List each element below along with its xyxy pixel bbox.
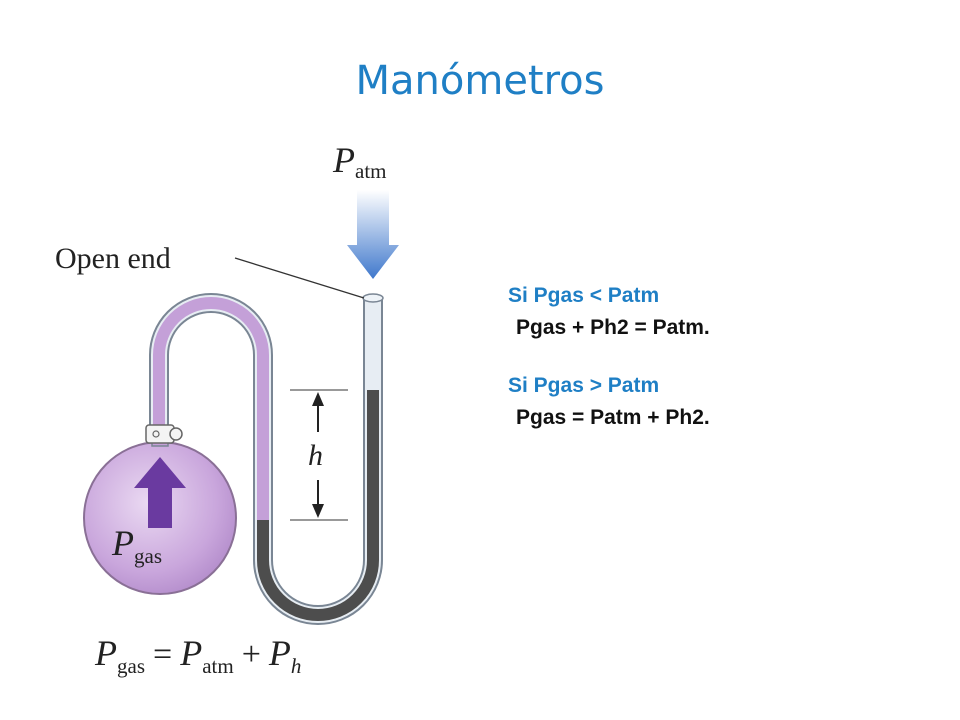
height-indicator <box>290 389 348 521</box>
valve-icon <box>145 424 183 444</box>
height-label: h <box>308 439 323 472</box>
patm-label: Patm <box>332 140 387 183</box>
pressure-cases: Si Pgas < Patm Pgas + Ph2 = Patm. Si Pga… <box>508 280 710 434</box>
gas-pressure-arrow-icon <box>134 457 186 528</box>
open-end-cap <box>362 293 384 303</box>
pgas-label: Pgas <box>111 523 162 568</box>
case2-condition: Si Pgas > Patm <box>508 374 660 397</box>
open-end-label: Open end <box>55 242 171 275</box>
case1-equation: Pgas + Ph2 = Patm. <box>516 316 710 339</box>
case1-condition: Si Pgas < Patm <box>508 284 660 307</box>
page-title: Manómetros <box>355 58 605 104</box>
atmospheric-pressure-arrow-icon <box>347 190 399 279</box>
open-end-leader-line <box>234 257 365 299</box>
gas-in-tube <box>153 297 269 520</box>
manometer-equation: Pgas=Patm+Ph <box>94 633 301 678</box>
mercury-column <box>257 390 379 621</box>
case2-equation: Pgas = Patm + Ph2. <box>516 406 710 429</box>
